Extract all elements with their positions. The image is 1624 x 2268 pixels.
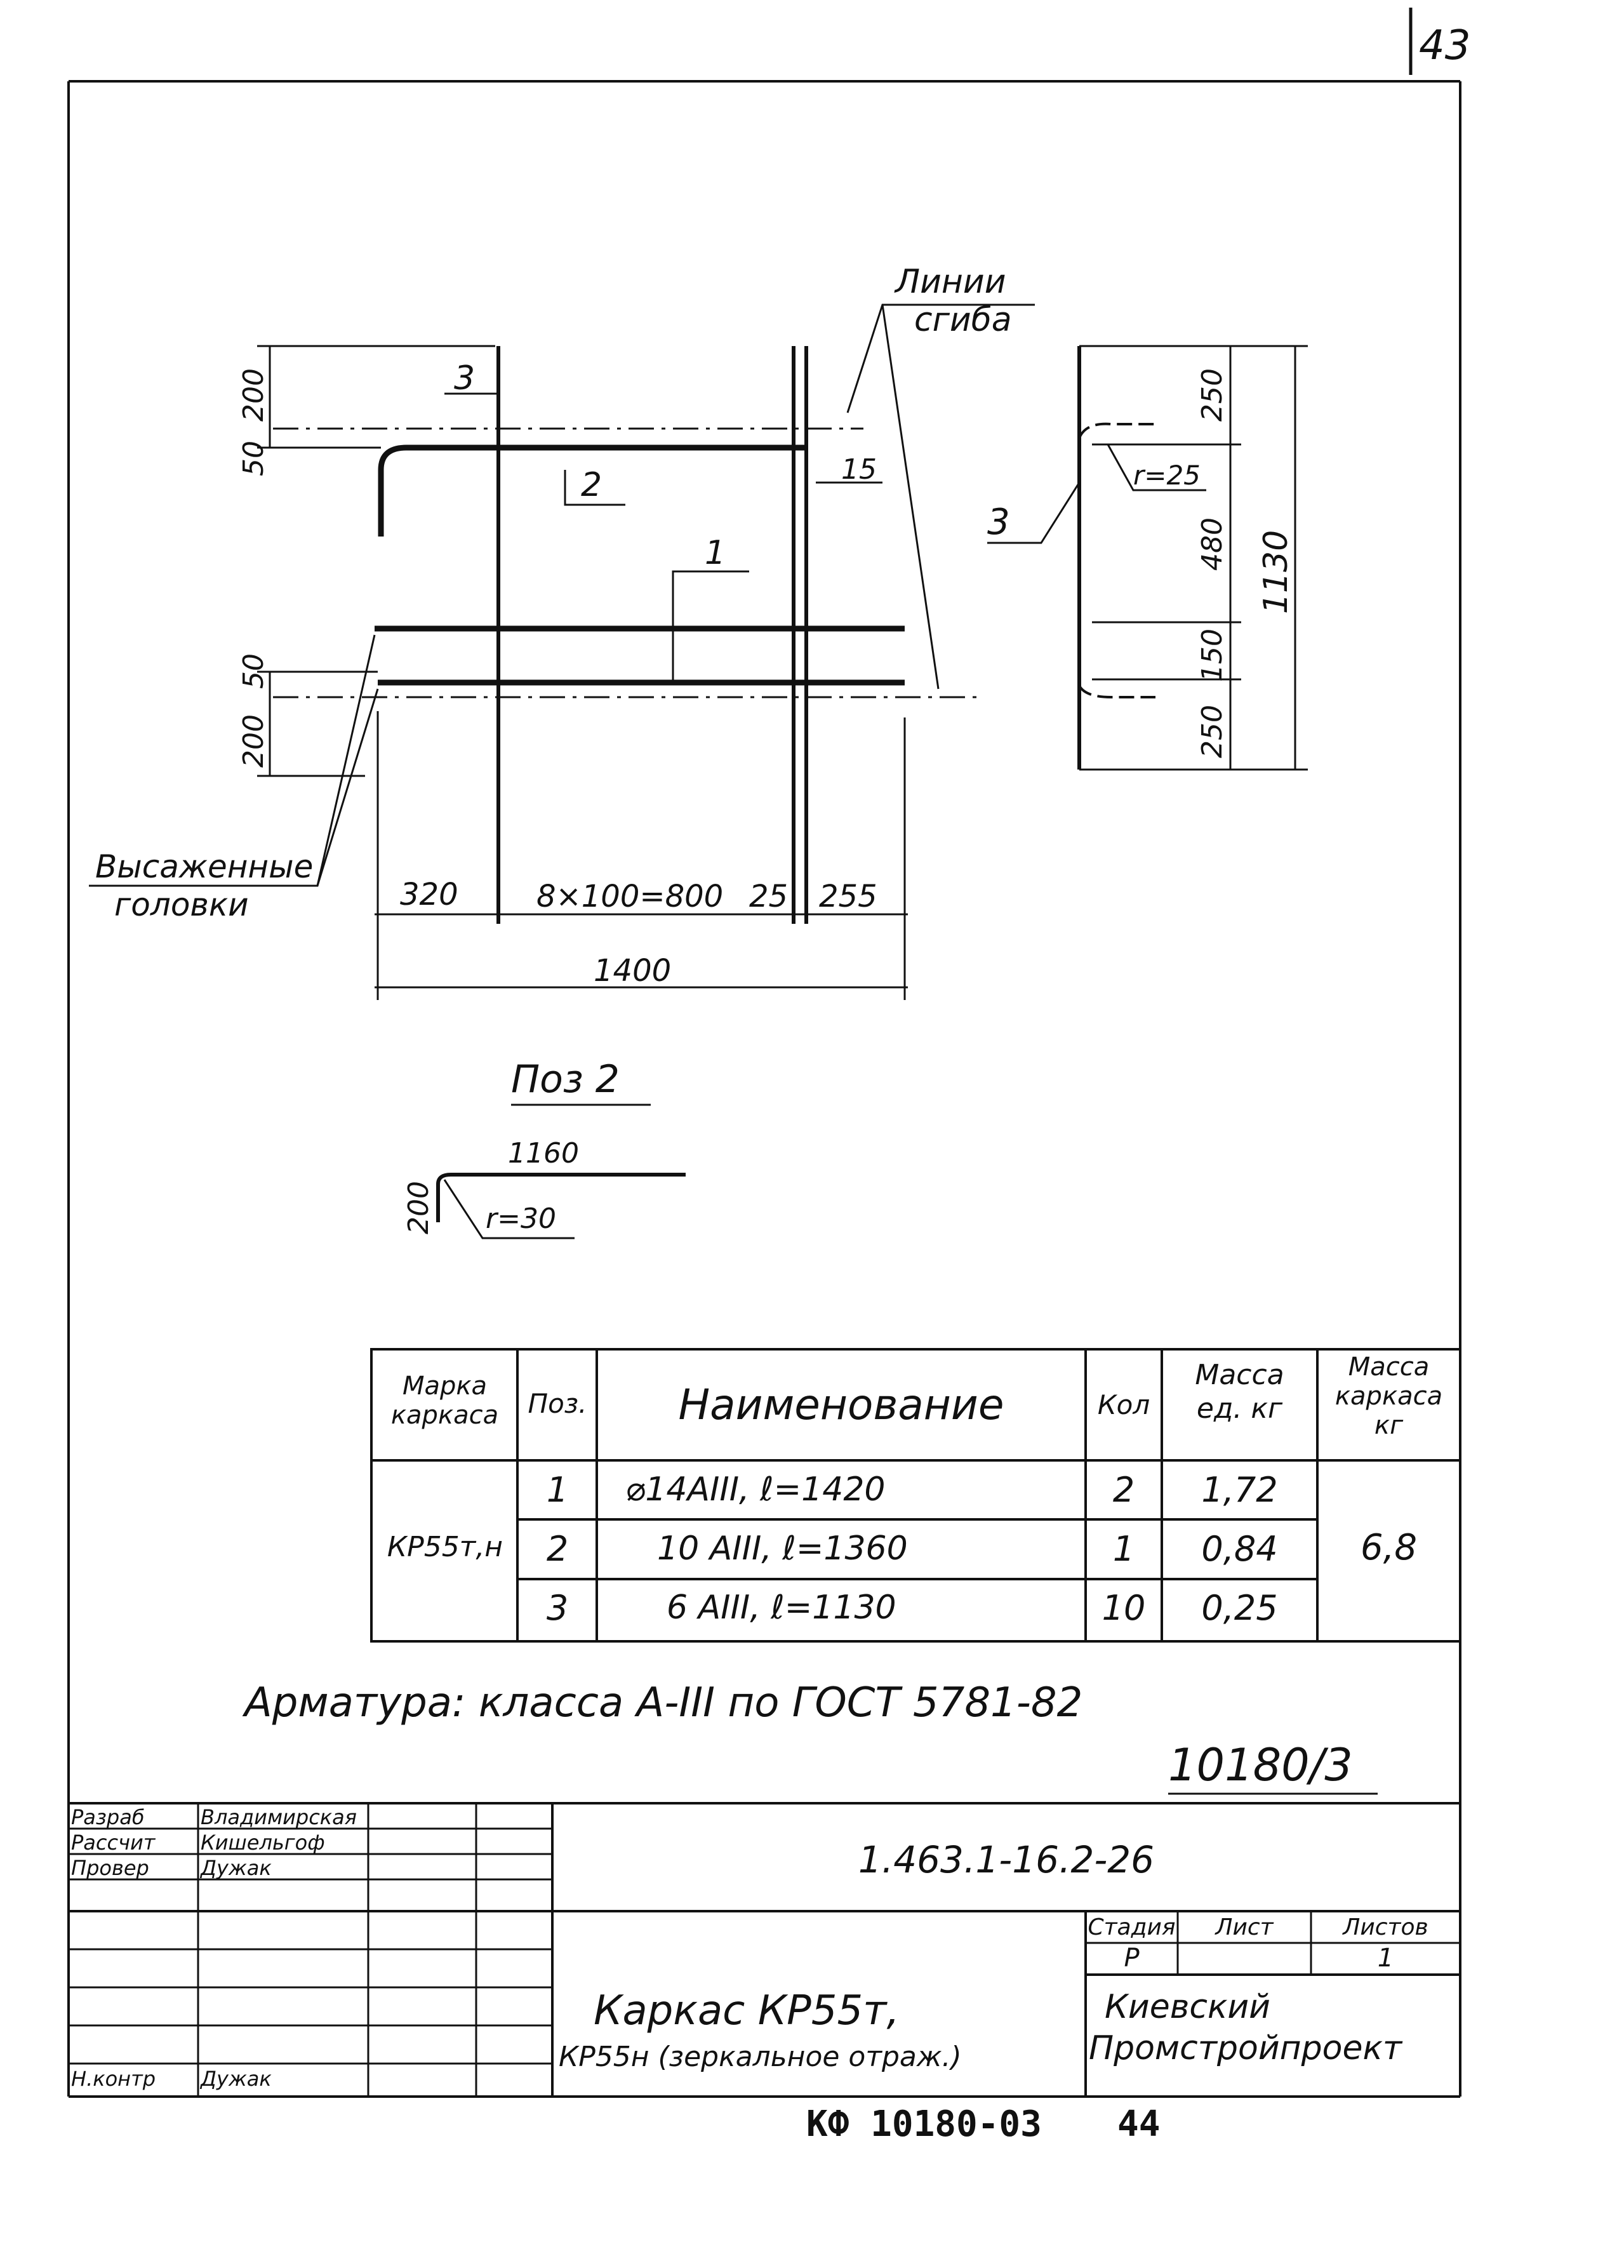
- spec-row-2-name: 10 AIII, ℓ=1360: [657, 1530, 908, 1568]
- bend-lines-callout-line2: сгиба: [914, 301, 1012, 339]
- spec-row-1-pos: 1: [546, 1470, 569, 1510]
- spec-header-pos: Поз.: [528, 1388, 587, 1419]
- leader-bend-lines-2: [881, 304, 940, 690]
- spec-row-3-mass: 0,25: [1201, 1588, 1278, 1628]
- spec-row-3-pos: 3: [546, 1588, 569, 1628]
- tb-role-3: Провер: [71, 1856, 149, 1880]
- sheet-ref: 10180/3: [1168, 1739, 1353, 1791]
- leader-pos-3: [444, 392, 500, 413]
- side-dim-150: 150: [1196, 629, 1228, 682]
- upset-heads-callout-line1: Высаженные: [95, 848, 314, 885]
- dim-overall-1400: 1400: [594, 953, 672, 989]
- pos-label-1: 1: [705, 534, 726, 572]
- spec-header-qty: Кол: [1097, 1389, 1150, 1420]
- pos2-radius-leader: [443, 1179, 575, 1239]
- side-pos-label-3: 3: [987, 502, 1010, 543]
- left-dim-200-top: 200: [237, 368, 270, 422]
- left-dim-50-top: 50: [237, 441, 270, 476]
- spec-header-name: Наименование: [678, 1380, 1004, 1429]
- spec-row-2-pos: 2: [546, 1529, 569, 1569]
- leader-pos-2: [564, 470, 625, 506]
- dim-25: 25: [749, 879, 789, 914]
- tb-role-4: Н.контр: [71, 2067, 156, 2091]
- side-leader-pos-3: [987, 482, 1081, 544]
- upset-heads-callout-line2: головки: [114, 886, 249, 923]
- pos2-length: 1160: [508, 1137, 579, 1170]
- tb-sheet-header: Лист: [1215, 1914, 1274, 1940]
- tb-organization-line2: Промстройпроект: [1089, 2029, 1402, 2067]
- spec-row-2-qty: 1: [1112, 1529, 1135, 1569]
- tb-sheets-header: Листов: [1343, 1914, 1428, 1940]
- pos2-radius: r=30: [486, 1203, 556, 1235]
- side-dim-250-bottom: 250: [1196, 705, 1228, 758]
- spec-total-mass: 6,8: [1360, 1527, 1418, 1568]
- side-lower-hook: [1078, 684, 1155, 698]
- tb-stage-header: Стадия: [1088, 1914, 1176, 1940]
- pos2-bar: [436, 1173, 686, 1222]
- left-dim-200-bottom: 200: [237, 714, 270, 768]
- side-leader-radius: [1107, 444, 1206, 491]
- tb-stage-value: Р: [1124, 1944, 1140, 1973]
- side-radius: r=25: [1133, 460, 1201, 491]
- tb-designation: 1.463.1-16.2-26: [858, 1838, 1155, 1881]
- tb-name-2: Кишельгоф: [201, 1831, 325, 1855]
- dim-255: 255: [819, 879, 877, 914]
- tb-title-line2: КР55н (зеркальное отраж.): [559, 2041, 962, 2073]
- tb-name-4: Дужак: [201, 2067, 272, 2091]
- spec-header-frame-mass: Масса каркаса кг: [1334, 1352, 1443, 1440]
- bend-lines-callout-line1: Линии: [895, 263, 1006, 301]
- spec-header-mark: Марка каркаса: [390, 1371, 499, 1430]
- pos-label-2: 2: [581, 466, 602, 504]
- spec-row-3-name: 6 AIII, ℓ=1130: [667, 1589, 896, 1627]
- spec-header-unit-mass: Масса ед. кг: [1195, 1359, 1284, 1425]
- dim-320: 320: [400, 877, 458, 912]
- tb-organization-line1: Киевский: [1105, 1988, 1270, 2026]
- pos2-height: 200: [403, 1181, 435, 1234]
- dim-15: 15: [841, 453, 877, 486]
- page-number-top: 43: [1419, 22, 1471, 69]
- archive-code: КФ 10180-03: [806, 2104, 1042, 2145]
- side-upper-hook: [1078, 422, 1155, 439]
- side-dim-250-top: 250: [1196, 368, 1228, 422]
- pos-label-3: 3: [454, 359, 476, 397]
- tb-sheets-value: 1: [1377, 1944, 1394, 1973]
- tb-role-2: Рассчит: [71, 1831, 156, 1855]
- spec-table-border: [370, 1348, 1461, 1643]
- side-dim-overall-1130: 1130: [1257, 530, 1295, 615]
- reinforcement-note: Арматура: класса A-III по ГОСТ 5781-82: [244, 1679, 1083, 1726]
- tb-role-1: Разраб: [71, 1805, 145, 1829]
- spec-mark-value: КР55т,н: [387, 1531, 503, 1563]
- spec-row-1-qty: 2: [1112, 1470, 1135, 1510]
- spec-table-grid: [370, 1348, 1461, 1643]
- spec-row-1-name: ⌀14AIII, ℓ=1420: [625, 1471, 886, 1509]
- spec-row-1-mass: 1,72: [1201, 1470, 1278, 1510]
- side-view: [987, 345, 1308, 771]
- title-block-grid: [69, 1802, 1460, 2097]
- page-number-bottom: 44: [1117, 2104, 1161, 2145]
- dim-8x100: 8×100=800: [536, 879, 724, 914]
- tb-name-1: Владимирская: [201, 1805, 357, 1829]
- leader-pos-1: [672, 570, 749, 683]
- spec-row-3-qty: 10: [1102, 1588, 1146, 1628]
- pos2-title: Поз 2: [511, 1057, 620, 1102]
- leader-upset-heads-2: [316, 688, 379, 886]
- spec-row-2-mass: 0,84: [1201, 1529, 1278, 1569]
- left-dim-50-bottom: 50: [237, 653, 270, 689]
- pos2-detail-view: [436, 1104, 686, 1239]
- tb-title-line1: Каркас КР55т,: [594, 1987, 900, 2034]
- tb-name-3: Дужак: [201, 1856, 272, 1880]
- side-dim-480: 480: [1196, 517, 1228, 571]
- bar-pos-2: [378, 444, 806, 537]
- main-view: [89, 304, 1035, 1000]
